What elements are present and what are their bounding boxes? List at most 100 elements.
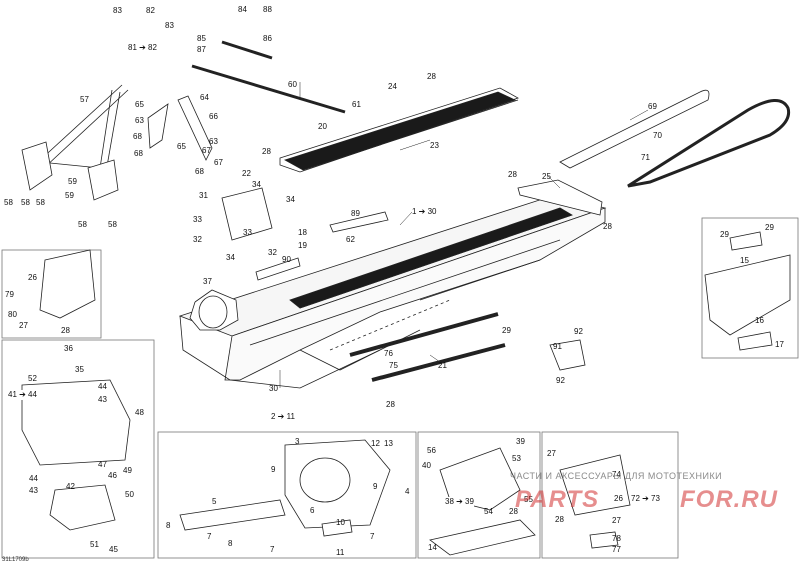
label-32b: 32 <box>268 248 277 257</box>
label-64: 64 <box>200 93 209 102</box>
label-65b: 65 <box>177 142 186 151</box>
a-frame <box>21 84 129 201</box>
label-87: 87 <box>197 45 206 54</box>
box-front-frame <box>1 339 155 559</box>
box-rear-right <box>541 431 679 559</box>
label-44a: 44 <box>98 382 107 391</box>
label-63a: 63 <box>135 116 144 125</box>
callout-81-82: 81 ➔ 82 <box>128 43 157 53</box>
long-rod <box>191 64 346 114</box>
label-58e: 58 <box>108 220 117 229</box>
label-8b: 8 <box>228 539 233 548</box>
label-27b: 27 <box>547 449 556 458</box>
label-83b: 83 <box>165 21 174 30</box>
label-92b: 92 <box>556 376 565 385</box>
label-59a: 59 <box>68 177 77 186</box>
label-11: 11 <box>336 548 345 557</box>
label-7b: 7 <box>270 545 275 554</box>
label-58a: 58 <box>4 198 13 207</box>
label-23: 23 <box>430 141 439 150</box>
callout-1-30: 1 ➔ 30 <box>412 207 437 217</box>
tunnel-top-rail <box>279 87 519 173</box>
callout-72-73: 72 ➔ 73 <box>631 494 660 504</box>
label-58c: 58 <box>36 198 45 207</box>
bracket-29 <box>729 231 763 251</box>
label-46: 46 <box>108 471 117 480</box>
label-40: 40 <box>422 461 431 470</box>
label-30: 30 <box>269 384 278 393</box>
label-28h: 28 <box>555 515 564 524</box>
label-90: 90 <box>282 255 291 264</box>
label-21: 21 <box>438 361 447 370</box>
label-62: 62 <box>346 235 355 244</box>
label-33a: 33 <box>193 215 202 224</box>
label-82a: 82 <box>146 6 155 15</box>
label-71: 71 <box>641 153 650 162</box>
label-22: 22 <box>242 169 251 178</box>
label-24: 24 <box>388 82 397 91</box>
label-78: 78 <box>612 534 621 543</box>
label-32a: 32 <box>193 235 202 244</box>
label-88: 88 <box>263 5 272 14</box>
label-7a: 7 <box>207 532 212 541</box>
label-27c: 27 <box>612 516 621 525</box>
label-68b: 68 <box>134 149 143 158</box>
label-12: 12 <box>371 439 380 448</box>
label-89: 89 <box>351 209 360 218</box>
label-31: 31 <box>199 191 208 200</box>
label-19: 19 <box>298 241 307 250</box>
plate-89 <box>329 211 389 233</box>
label-65a: 65 <box>135 100 144 109</box>
label-67a: 67 <box>202 146 211 155</box>
label-3: 3 <box>295 437 300 446</box>
rear-part-74 <box>559 454 631 516</box>
label-45: 45 <box>109 545 118 554</box>
label-50: 50 <box>125 490 134 499</box>
label-7c: 7 <box>370 532 375 541</box>
main-tunnel <box>178 194 607 389</box>
label-28g: 28 <box>509 507 518 516</box>
label-15: 15 <box>740 256 749 265</box>
watermark-text: ЧАСТИ И АКСЕССУАРЫ ДЛЯ МОТОТЕХНИКИ <box>510 471 723 481</box>
label-74: 74 <box>612 470 621 479</box>
label-86: 86 <box>263 34 272 43</box>
label-75: 75 <box>389 361 398 370</box>
label-79: 79 <box>5 290 14 299</box>
label-57: 57 <box>80 95 89 104</box>
label-66: 66 <box>209 112 218 121</box>
label-61: 61 <box>352 100 361 109</box>
label-69: 69 <box>648 102 657 111</box>
label-37: 37 <box>203 277 212 286</box>
plate-10 <box>321 519 353 537</box>
label-5: 5 <box>212 497 217 506</box>
label-20: 20 <box>318 122 327 131</box>
label-59b: 59 <box>65 191 74 200</box>
bracket-66 <box>177 95 213 161</box>
rear-bumper-loop <box>559 89 791 188</box>
label-25: 25 <box>542 172 551 181</box>
label-16: 16 <box>755 316 764 325</box>
bracket-26 <box>39 249 96 319</box>
label-34a: 34 <box>252 180 261 189</box>
label-33b: 33 <box>243 228 252 237</box>
label-91: 91 <box>553 342 562 351</box>
diagram-code: 31L1709b <box>2 557 29 563</box>
label-10: 10 <box>336 518 345 527</box>
label-60: 60 <box>288 80 297 89</box>
box-left-bracket <box>1 249 102 339</box>
label-18: 18 <box>298 228 307 237</box>
label-29b: 29 <box>765 223 774 232</box>
bracket-25 <box>517 179 603 216</box>
label-70: 70 <box>653 131 662 140</box>
bracket-92 <box>549 339 586 371</box>
rail-29 <box>349 312 499 357</box>
label-13: 13 <box>384 439 393 448</box>
label-36: 36 <box>64 344 73 353</box>
small-bar <box>221 40 273 60</box>
label-83a: 83 <box>113 6 122 15</box>
callout-2-11: 2 ➔ 11 <box>271 412 295 422</box>
label-76: 76 <box>384 349 393 358</box>
skid-14 <box>429 519 536 556</box>
label-43b: 43 <box>29 486 38 495</box>
callout-41-44: 41 ➔ 44 <box>8 390 37 400</box>
